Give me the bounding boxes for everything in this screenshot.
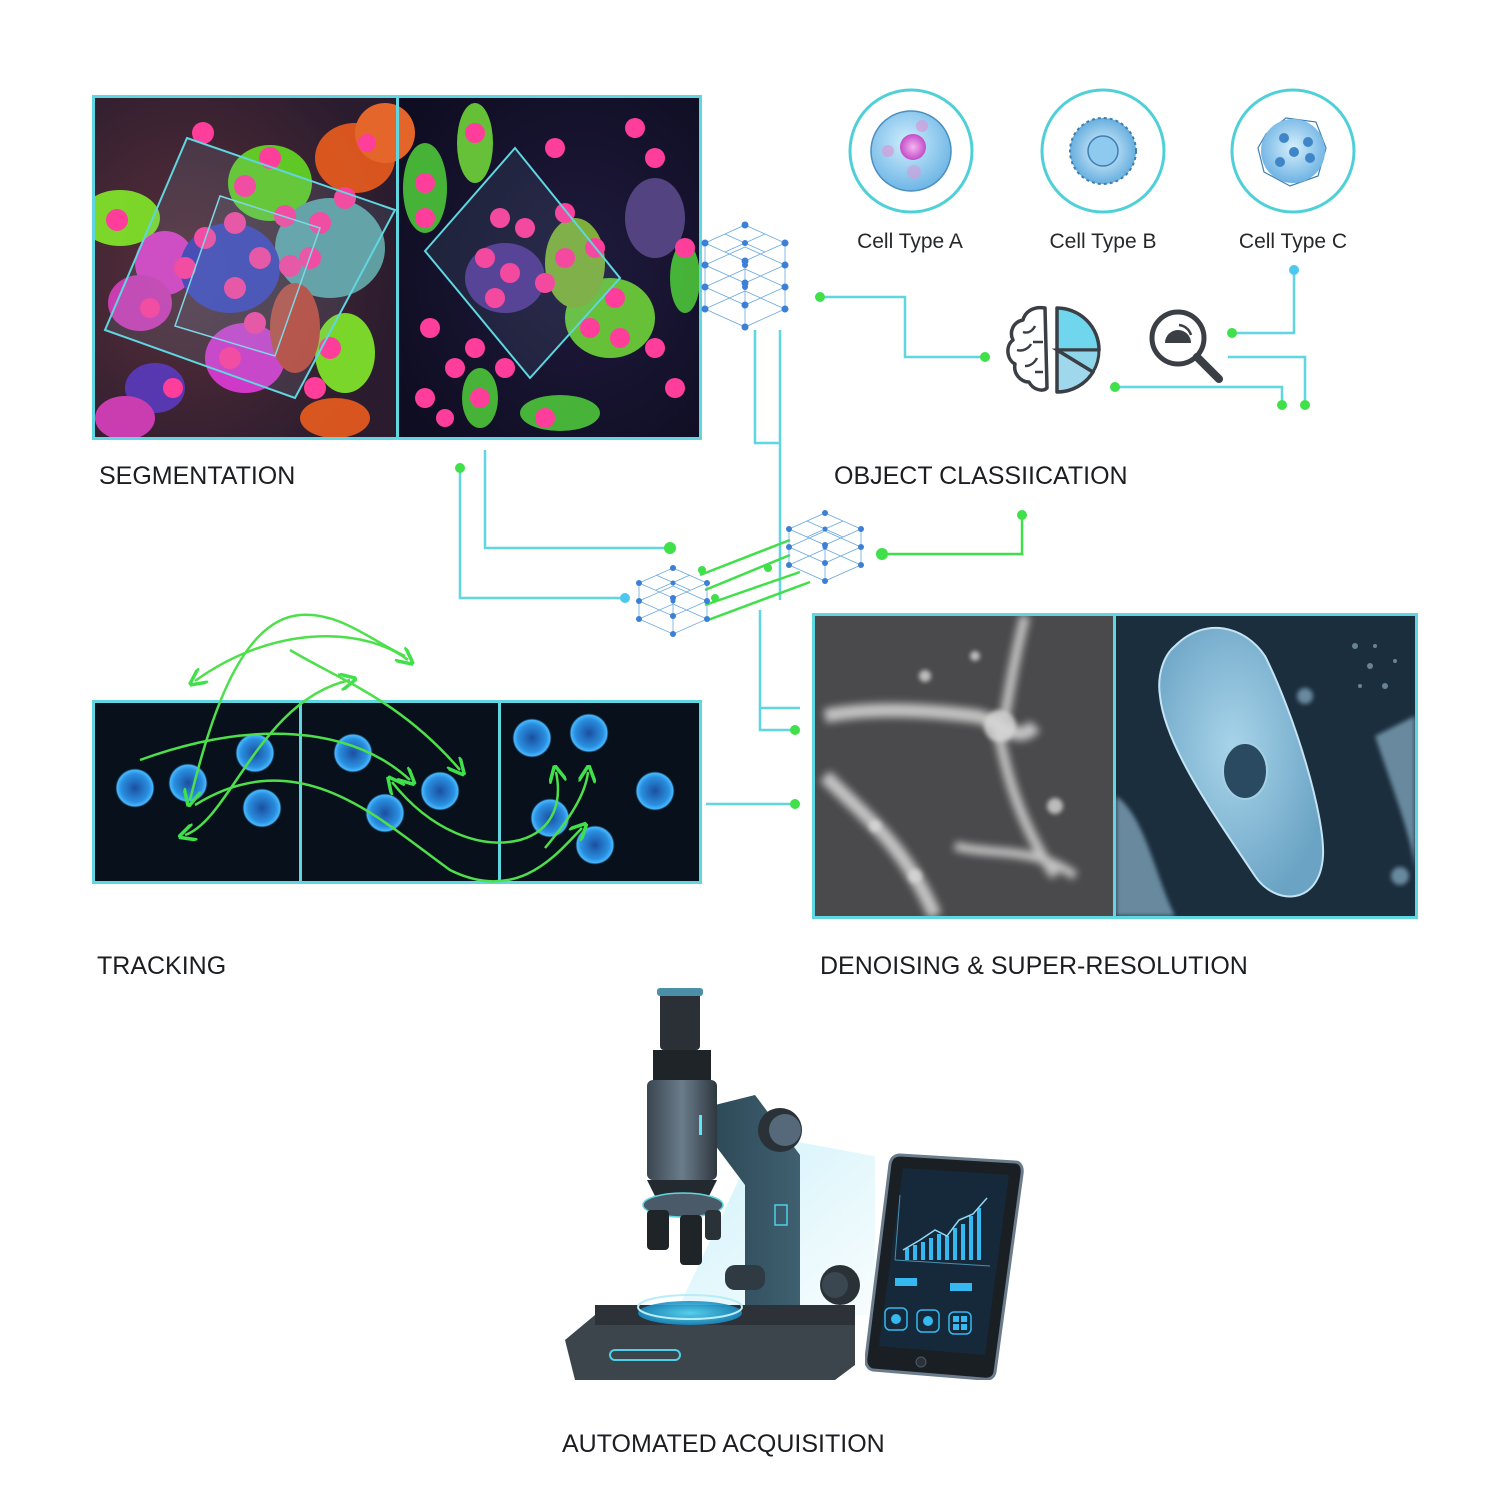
segmentation-title: SEGMENTATION — [99, 462, 296, 490]
neural-network-cube-right — [786, 510, 864, 584]
cell-type-c — [1228, 86, 1358, 216]
segmentation-micrograph — [95, 98, 699, 437]
cell-multi-nuclei-icon — [1230, 88, 1356, 214]
cell-type-b-label: Cell Type B — [1049, 230, 1157, 253]
denoising-before-after — [815, 616, 1415, 916]
cell-type-a-label: Cell Type A — [857, 230, 963, 253]
tracking-image-panel — [92, 700, 702, 884]
cell-spiky-icon — [1040, 88, 1166, 214]
neural-network-cube-top — [701, 221, 789, 331]
brain-pie-chart-icon — [1003, 302, 1103, 397]
tracking-title: TRACKING — [97, 952, 227, 980]
object-classification-title: OBJECT CLASSIICATION — [834, 462, 1128, 490]
denoising-image-panel — [812, 613, 1418, 919]
tablet-illustration — [864, 1150, 1025, 1381]
tracking-timelapse — [95, 703, 699, 881]
segmentation-image-panel — [92, 95, 702, 440]
cell-type-c-label: Cell Type C — [1238, 230, 1348, 253]
denoising-title: DENOISING & SUPER-RESOLUTION — [820, 952, 1248, 980]
magnifier-icon — [1145, 305, 1230, 390]
neural-network-cube-left — [636, 565, 710, 637]
cell-type-b — [1038, 86, 1168, 216]
cell-type-a — [846, 86, 976, 216]
microscope-illustration — [555, 985, 895, 1395]
automated-acquisition-title: AUTOMATED ACQUISITION — [562, 1430, 885, 1458]
cell-nucleus-icon — [848, 88, 974, 214]
